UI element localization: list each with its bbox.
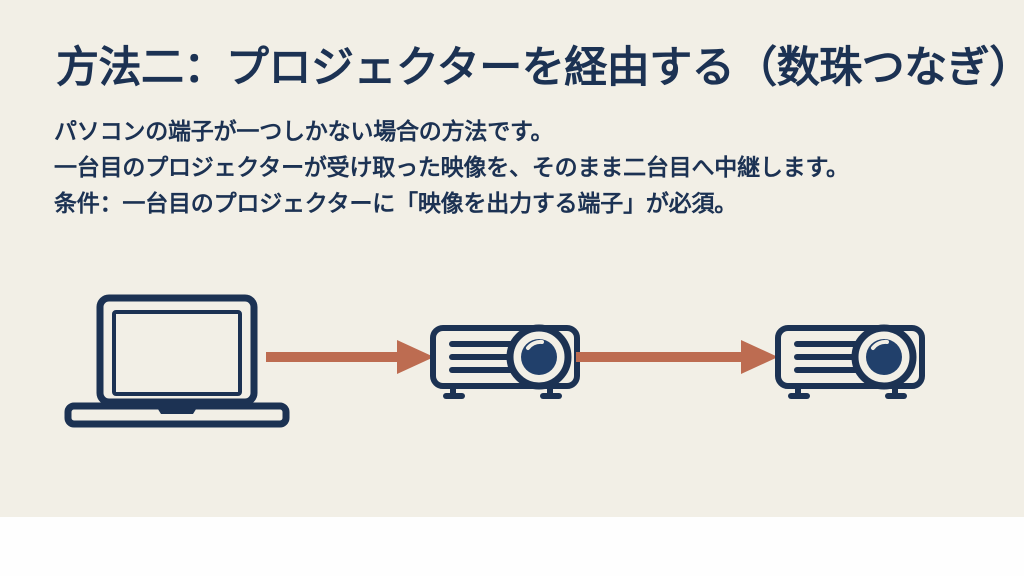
diagram: [0, 270, 1024, 440]
projector-icon-1: [428, 318, 582, 406]
slide-title: 方法二：プロジェクターを経由する（数珠つなぎ）: [56, 43, 1024, 93]
slide-bottom-band: [0, 517, 1024, 576]
slide-body-text: パソコンの端子が一つしかない場合の方法です。 一台目のプロジェクターが受け取った…: [54, 114, 984, 222]
body-line-3: 条件：一台目のプロジェクターに「映像を出力する端子」が必須。: [54, 191, 738, 217]
slide-canvas: [0, 0, 1024, 517]
body-line-2: 一台目のプロジェクターが受け取った映像を、そのまま二台目へ中継します。: [54, 155, 849, 181]
arrow-right-icon-1: [266, 332, 438, 382]
body-line-1: パソコンの端子が一つしかない場合の方法です。: [54, 119, 554, 145]
arrow-right-icon-2: [576, 332, 782, 382]
projector-icon-2: [773, 318, 927, 406]
laptop-icon: [64, 290, 290, 430]
